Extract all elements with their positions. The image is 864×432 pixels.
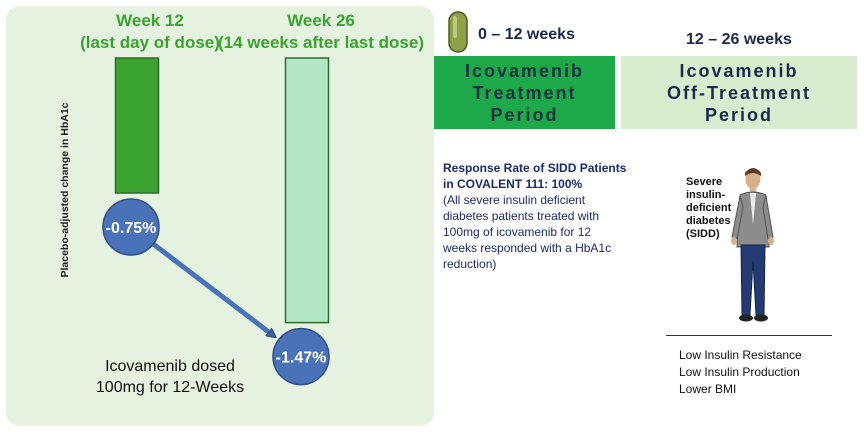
trait-item: Low Insulin Resistance [679, 348, 802, 362]
value-label-1: -0.75% [106, 220, 157, 237]
value-marker-1 [102, 198, 160, 256]
sidd-label-line: (SIDD) [686, 228, 720, 240]
chart-panel [6, 6, 434, 426]
annotation-line: 100mg for 12-Weeks [95, 379, 245, 396]
response-body-line: reduction) [443, 257, 497, 271]
category-label-line: (last day of dose) [80, 33, 220, 52]
capsule-icon [448, 11, 468, 53]
trait-item: Lower BMI [679, 382, 737, 396]
sidd-label-line: Severe [686, 176, 723, 188]
annotation-line: Icovamenib dosed [105, 358, 235, 375]
sidd-label-line: insulin- [686, 189, 726, 201]
trend-arrow [148, 239, 274, 336]
response-body-line: weeks responded with a HbA1c [443, 241, 612, 255]
response-body-line: diabetes patients treated with [443, 209, 600, 223]
period-range-2: 12 – 26 weeks [686, 31, 792, 48]
person-icon [731, 168, 774, 322]
period-line: Period [490, 104, 559, 125]
response-title-line: Response Rate of SIDD Patients [443, 161, 627, 175]
divider [666, 335, 832, 336]
off-treatment-period-box: Icovamenib Off-Treatment Period [621, 56, 857, 129]
sidd-label: Severe insulin- deficient diabetes (SIDD… [686, 176, 738, 241]
category-label-week-12: Week 12 (last day of dose) [48, 10, 252, 54]
response-title-line: in COVALENT 111: 100% [443, 177, 583, 191]
trait-item: Low Insulin Production [679, 365, 800, 379]
patient-traits: Low Insulin Resistance Low Insulin Produ… [679, 347, 802, 398]
period-line: Off-Treatment [666, 82, 811, 103]
category-label-line: Week 12 [116, 11, 184, 30]
bar-2 [284, 57, 330, 324]
period-line: Icovamenib [679, 60, 799, 81]
sidd-label-line: deficient [686, 202, 732, 214]
period-line: Icovamenib [464, 60, 585, 81]
sidd-label-line: diabetes [686, 215, 731, 227]
dose-annotation: Icovamenib dosed 100mg for 12-Weeks [80, 356, 260, 398]
bar-chart: -0.75% -1.47% [102, 57, 330, 386]
value-label-2: -1.47% [276, 350, 327, 367]
category-label-week-26: Week 26 (14 weeks after last dose) [214, 10, 428, 54]
category-label-line: Week 26 [287, 11, 355, 30]
period-line: Period [704, 104, 773, 125]
period-line: Treatment [472, 82, 577, 103]
treatment-period-box: Icovamenib Treatment Period [434, 56, 615, 129]
value-marker-2 [272, 327, 330, 386]
response-body-line: (All severe insulin deficient [443, 193, 586, 207]
response-body-line: 100mg of icovamenib for 12 [443, 225, 592, 239]
bar-1 [114, 57, 160, 194]
period-range-1: 0 – 12 weeks [478, 26, 575, 43]
response-rate-text: Response Rate of SIDD Patients in COVALE… [443, 160, 663, 272]
category-label-line: (14 weeks after last dose) [218, 33, 424, 52]
